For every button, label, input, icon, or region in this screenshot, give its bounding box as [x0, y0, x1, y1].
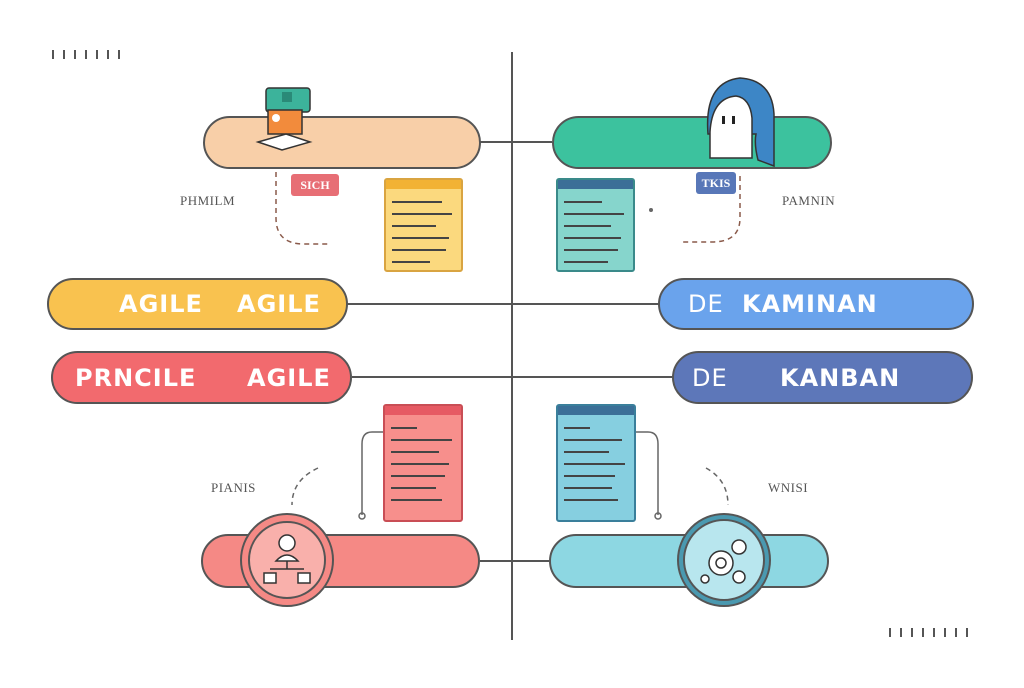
kaminan-pill-label-1: DE: [688, 290, 724, 318]
leader-bottom-left-circle: [291, 467, 319, 506]
bottom-right-document: [556, 404, 636, 522]
leader-bottom-right-doc: [636, 431, 659, 515]
agile-pill-label-2: AGILE: [237, 290, 321, 318]
top-left-tick-marks: [52, 50, 120, 59]
top-left-side-label: PHMILM: [180, 193, 236, 208]
leader-top-right: [680, 176, 741, 243]
agile-pill: AGILE AGILE: [47, 278, 348, 330]
top-left-badge: SICH: [291, 174, 339, 196]
top-right-side-label: PAMNIN: [782, 193, 836, 208]
hierarchy-icon: [238, 511, 336, 609]
principle-pill-label-1: PRNCILE: [75, 363, 197, 392]
principle-pill-label-2: AGILE: [247, 363, 331, 392]
kanban-pill-label-2: KANBAN: [780, 363, 901, 392]
bottom-left-side-label: PIANIS: [211, 480, 256, 495]
top-right-badge: TKIS: [696, 172, 736, 194]
leader-top-left: [275, 172, 330, 245]
top-left-peach-pill: [203, 116, 481, 169]
bottom-right-tick-marks: [889, 628, 968, 637]
leader-bottom-left-doc: [361, 431, 384, 515]
bottom-right-side-label: WNISI: [768, 480, 809, 495]
bottom-left-document: [383, 404, 463, 522]
kanban-pill-label-1: DE: [692, 363, 728, 392]
person-head-icon: [700, 74, 780, 168]
top-right-badge-text: TKIS: [701, 175, 731, 190]
kaminan-pill-label-2: KAMINAN: [742, 290, 878, 318]
puzzle-box-icon: [254, 84, 318, 156]
kanban-pill: DE KANBAN: [672, 351, 973, 404]
top-left-document: [384, 178, 463, 272]
gears-icon: [675, 511, 773, 609]
top-right-teal-pill: [552, 116, 832, 169]
top-left-badge-text: SICH: [300, 177, 330, 192]
kaminan-pill: DE KAMINAN: [658, 278, 974, 330]
agile-pill-label-1: AGILE: [119, 290, 203, 318]
leader-bottom-right-circle: [705, 467, 729, 506]
top-right-document: [556, 178, 635, 272]
principle-pill: PRNCILE AGILE: [51, 351, 352, 404]
